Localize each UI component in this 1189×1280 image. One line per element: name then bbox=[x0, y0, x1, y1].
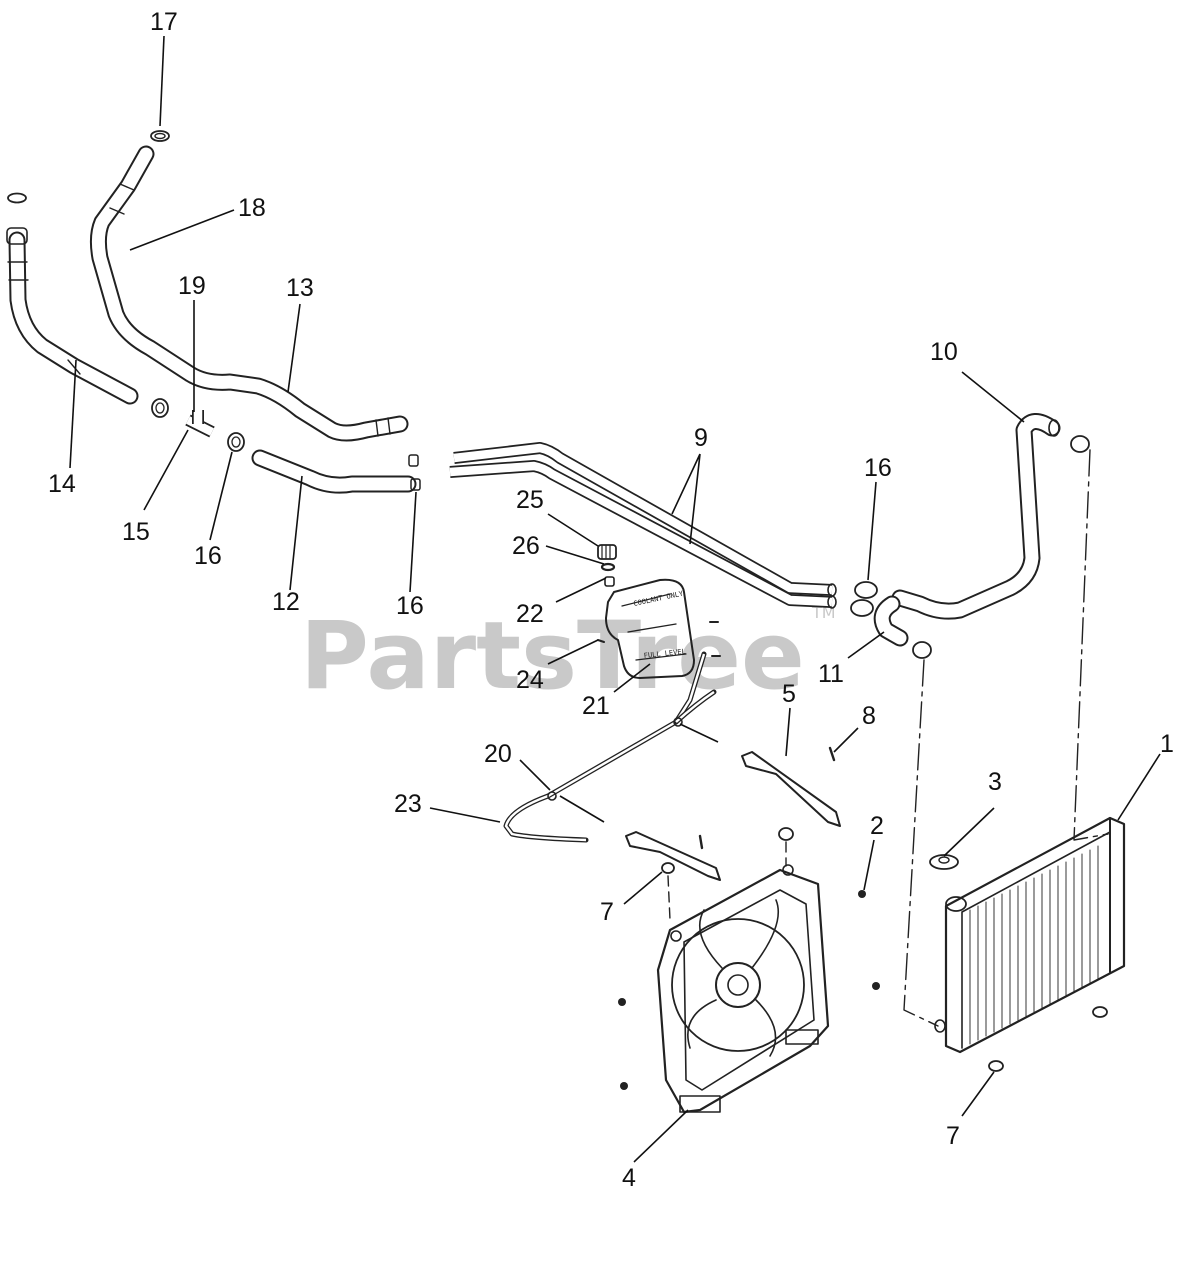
part-9-pipes[interactable] bbox=[449, 442, 837, 609]
callout-26: 26 bbox=[512, 532, 540, 560]
part-13-hose[interactable] bbox=[251, 449, 417, 494]
callout-21: 21 bbox=[582, 692, 610, 720]
callout-14: 14 bbox=[48, 470, 76, 498]
part-17-clamp[interactable] bbox=[150, 130, 170, 142]
part-24-screw[interactable] bbox=[597, 621, 721, 657]
callout-17: 17 bbox=[150, 8, 178, 36]
callout-labels: 17 18 19 13 14 15 16 12 16 10 9 16 25 26… bbox=[48, 8, 1174, 1192]
part-3-radiator-cap[interactable] bbox=[929, 854, 959, 870]
callout-4: 4 bbox=[622, 1164, 636, 1192]
callout-25: 25 bbox=[516, 486, 544, 514]
callout-11: 11 bbox=[818, 660, 844, 688]
callout-1: 1 bbox=[1160, 730, 1174, 758]
callout-23: 23 bbox=[394, 790, 422, 818]
assembly-dash-lines bbox=[667, 449, 1109, 1027]
callout-20: 20 bbox=[484, 740, 512, 768]
part-16-clamp-b[interactable] bbox=[408, 454, 421, 491]
part-25-cap[interactable] bbox=[597, 544, 617, 560]
part-14-hose[interactable] bbox=[6, 192, 139, 405]
part-26-o-ring[interactable] bbox=[600, 562, 616, 572]
part-1-radiator[interactable] bbox=[934, 816, 1126, 1054]
callout-22: 22 bbox=[516, 600, 544, 628]
callout-8: 8 bbox=[862, 702, 876, 730]
callout-7-a: 7 bbox=[600, 898, 614, 926]
callout-16-b: 16 bbox=[396, 592, 424, 620]
callout-24: 24 bbox=[516, 666, 544, 694]
callout-7-b: 7 bbox=[946, 1122, 960, 1150]
part-19-t-fitting[interactable] bbox=[185, 410, 215, 438]
callout-3: 3 bbox=[988, 768, 1002, 796]
part-10-hose[interactable] bbox=[891, 413, 1061, 620]
part-16-clamp-c[interactable] bbox=[850, 581, 878, 617]
part-20-tube-clip[interactable] bbox=[547, 717, 683, 801]
part-8-bolt[interactable] bbox=[828, 746, 836, 762]
callout-13: 13 bbox=[286, 274, 314, 302]
part-23-overflow-tube[interactable] bbox=[503, 651, 717, 843]
part-5-bracket[interactable] bbox=[741, 751, 841, 827]
callout-5: 5 bbox=[782, 680, 796, 708]
watermark: PartsTree TM bbox=[300, 602, 836, 711]
leader-lines bbox=[69, 35, 1161, 1163]
part-16-clamp-a[interactable] bbox=[227, 432, 245, 452]
part-15-clamp[interactable] bbox=[151, 398, 169, 418]
part-2-screw[interactable] bbox=[858, 890, 866, 898]
part-18-hose[interactable] bbox=[89, 145, 409, 442]
callout-10: 10 bbox=[930, 338, 958, 366]
callout-2: 2 bbox=[870, 812, 884, 840]
part-22-neck[interactable] bbox=[604, 576, 615, 587]
callout-16-a: 16 bbox=[194, 542, 222, 570]
lower-bracket[interactable] bbox=[625, 831, 721, 881]
callout-15: 15 bbox=[122, 518, 150, 546]
watermark-text: PartsTree bbox=[300, 602, 805, 711]
fan-mount-screws[interactable] bbox=[618, 982, 880, 1090]
callout-19: 19 bbox=[178, 272, 206, 300]
callout-16-c: 16 bbox=[864, 454, 892, 482]
callout-18: 18 bbox=[238, 194, 266, 222]
part-7-grommet[interactable] bbox=[661, 827, 1108, 1072]
part-4-fan-assembly[interactable] bbox=[656, 864, 830, 1114]
radiator-core-fins bbox=[969, 845, 1099, 1045]
callout-12: 12 bbox=[272, 588, 300, 616]
part-11-hose[interactable] bbox=[873, 435, 1090, 659]
callout-9: 9 bbox=[694, 424, 708, 452]
